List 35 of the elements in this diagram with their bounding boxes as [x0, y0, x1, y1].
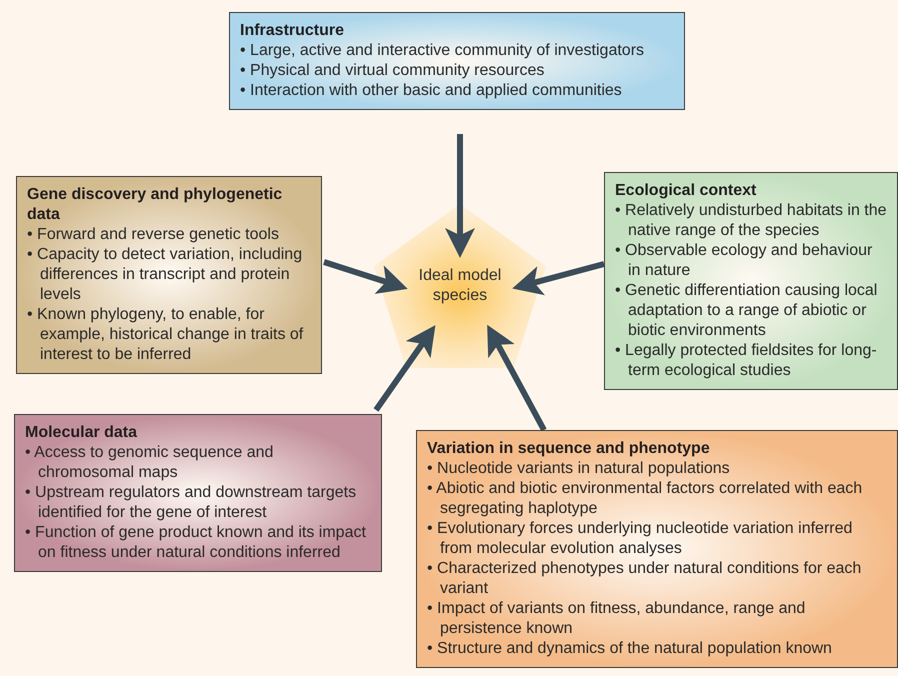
bullet-item: • Abiotic and biotic environmental factors correlated with each segregating haplotype — [427, 479, 864, 519]
bullet-item: • Physical and virtual community resources — [240, 61, 546, 81]
bullet-item: • Forward and reverse genetic tools — [27, 225, 280, 245]
info-box — [604, 172, 898, 390]
arrow — [487, 324, 547, 432]
bullet-item: • Relatively undisturbed habitats in the native range of the species — [615, 201, 887, 241]
info-box — [14, 414, 382, 572]
arrow — [445, 134, 475, 258]
box-heading: Infrastructure — [240, 21, 346, 41]
bullet-item: • Structure and dynamics of the natural population known — [427, 639, 833, 659]
bullet-item: • Capacity to detect variation, including differences in transcript and protein levels — [27, 245, 304, 305]
bullet-item: • Large, active and interactive community of investigators — [240, 41, 646, 61]
box-heading: Gene discovery and phylogenetic data — [27, 185, 284, 225]
bullet-item: • Characterized phenotypes under natural conditions for each variant — [427, 559, 862, 599]
bullet-item: • Legally protected fieldsites for long-term ecological studies — [615, 341, 878, 381]
bullet-item: • Impact of variants on fitness, abundance, range and persistence known — [427, 599, 806, 639]
bullet-item: • Nucleotide variants in natural populations — [427, 459, 731, 479]
bullet-item: • Observable ecology and behaviour in nature — [615, 241, 874, 281]
info-box — [229, 12, 685, 110]
arrow — [323, 259, 408, 294]
info-box — [416, 430, 898, 668]
bullet-item: • Interaction with other basic and applied communities — [240, 81, 623, 101]
arrow — [512, 261, 605, 296]
bullet-item: • Function of gene product known and its impact on fitness under natural conditions inferred — [25, 523, 367, 563]
bullet-item: • Genetic differentiation causing local adaptation to a range of abiotic or biotic environments — [615, 281, 878, 341]
arrow — [374, 325, 436, 412]
bullet-item: • Access to genomic sequence and chromosomal maps — [25, 443, 274, 483]
box-heading: Variation in sequence and phenotype — [427, 439, 711, 459]
bullet-item: • Evolutionary forces underlying nucleotide variation inferred from molecular evolution analyses — [427, 519, 854, 559]
bullet-item: • Upstream regulators and downstream targets identified for the gene of interest — [25, 483, 358, 523]
box-heading: Molecular data — [25, 423, 138, 443]
bullet-item: • Known phylogeny, to enable, for example, historical change in traits of interest to be inferred — [27, 305, 304, 365]
info-box — [16, 176, 322, 374]
box-heading: Ecological context — [615, 181, 758, 201]
node-label: Ideal model species — [418, 266, 502, 306]
